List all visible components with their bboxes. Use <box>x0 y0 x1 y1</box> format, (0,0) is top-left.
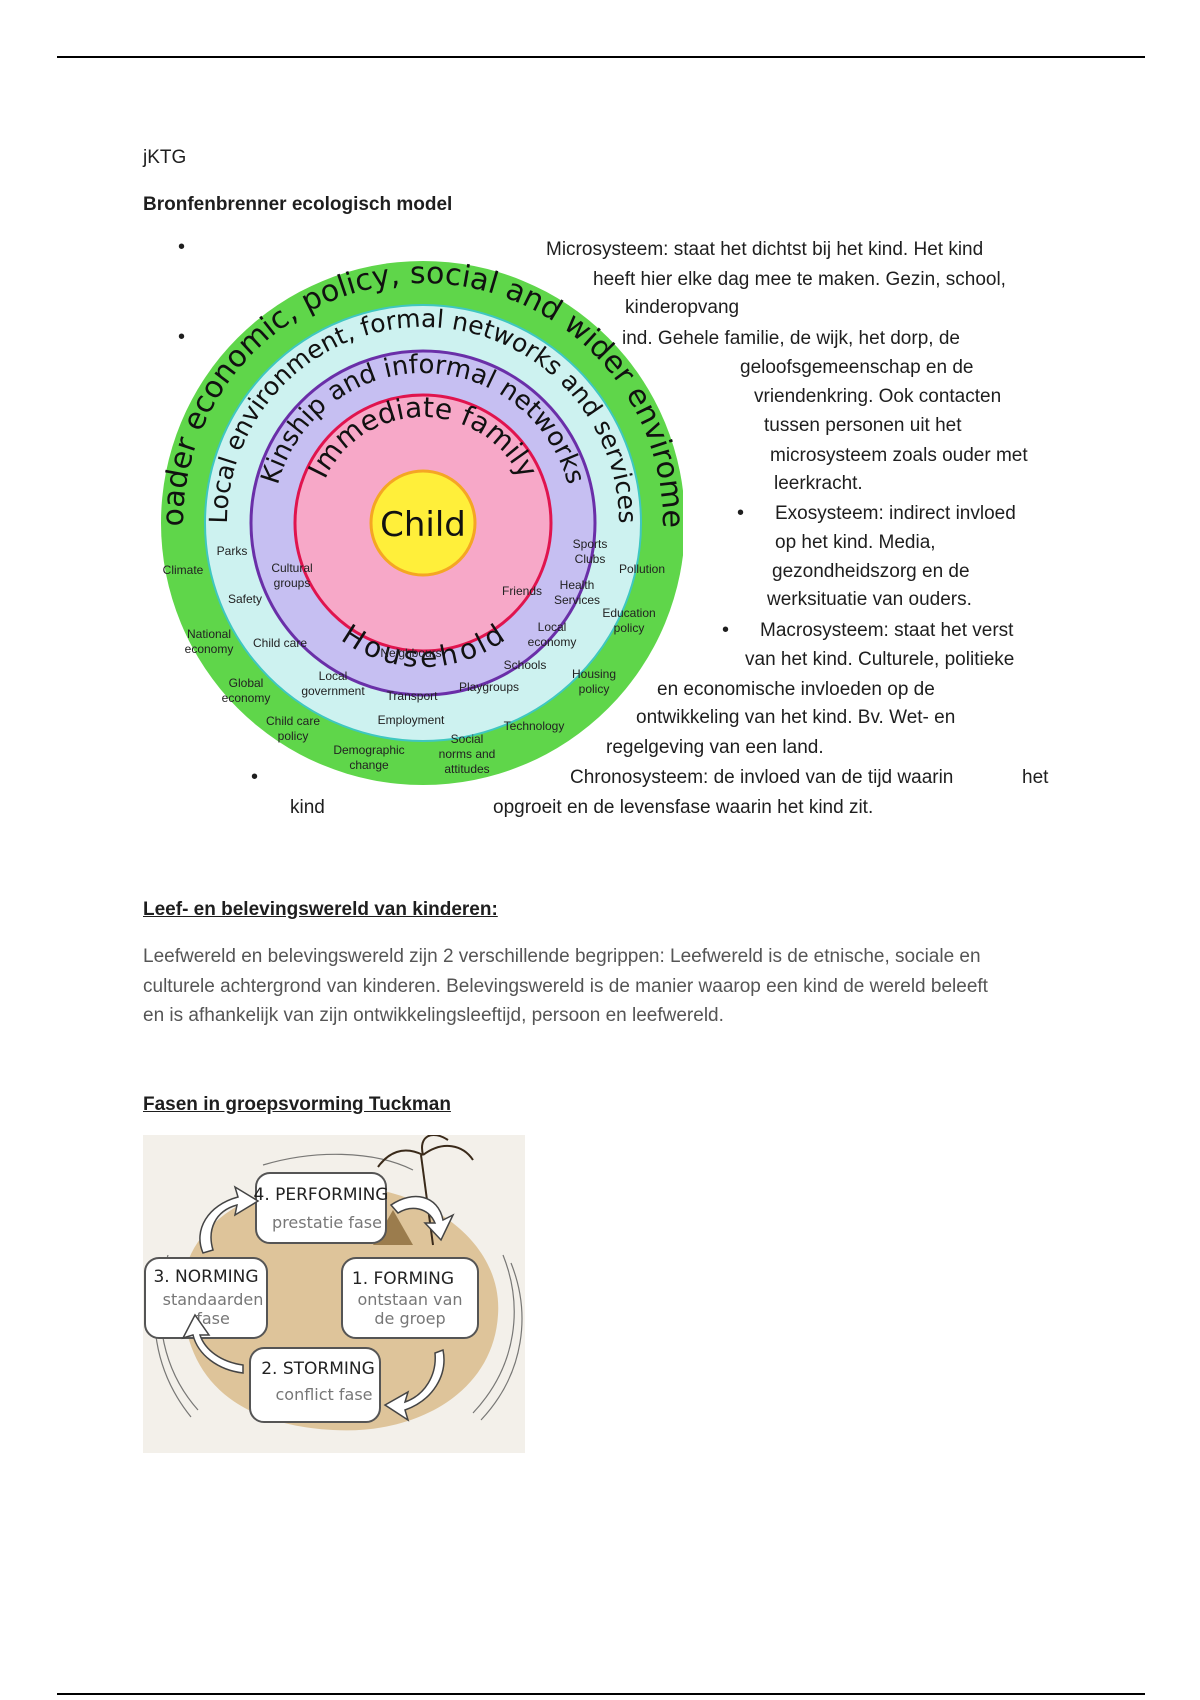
text-line: geloofsgemeenschap en de <box>740 356 973 380</box>
item-global-1: Global <box>229 676 264 690</box>
item-global-2: economy <box>222 691 271 705</box>
item-sports-2: Clubs <box>575 552 606 566</box>
item-localeco-2: economy <box>528 635 577 649</box>
heading-leefwereld: Leef- en belevingswereld van kinderen: <box>143 898 498 922</box>
paragraph-line: en is afhankelijk van zijn ontwikkelings… <box>143 1001 1073 1031</box>
stage-storming-title: 2. STORMING <box>261 1359 375 1379</box>
text-line: ontwikkeling van het kind. Bv. Wet- en <box>636 706 955 730</box>
item-neighbours: Neighbours <box>380 646 441 660</box>
stage-norming-title: 3. NORMING <box>153 1267 258 1287</box>
item-social-2: norms and <box>439 747 496 761</box>
item-health-1: Health <box>560 578 595 592</box>
item-ccpolicy-2: policy <box>278 729 309 743</box>
item-education-1: Education <box>602 606 655 620</box>
item-schools: Schools <box>504 658 547 672</box>
item-ccpolicy-1: Child care <box>266 714 320 728</box>
item-sports-1: Sports <box>573 537 608 551</box>
tuckman-diagram: 4. PERFORMING prestatie fase 3. NORMING … <box>143 1135 525 1453</box>
paragraph-line: Leefwereld en belevingswereld zijn 2 ver… <box>143 942 1073 972</box>
item-demographic-1: Demographic <box>333 743 404 757</box>
text-line: ind. Gehele familie, de wijk, het dorp, … <box>622 327 960 351</box>
item-demographic-2: change <box>349 758 389 772</box>
heading-bronfenbrenner: Bronfenbrenner ecologisch model <box>143 193 452 217</box>
paragraph-line: culturele achtergrond van kinderen. Bele… <box>143 972 1073 1002</box>
stage-forming-sub-1: ontstaan van <box>357 1290 462 1309</box>
document-label: jKTG <box>143 146 186 170</box>
item-social-1: Social <box>451 732 484 746</box>
stage-performing-box <box>256 1173 386 1243</box>
item-national-1: National <box>187 627 231 641</box>
text-line: opgroeit en de levensfase waarin het kin… <box>493 796 873 820</box>
item-climate: Climate <box>163 563 204 577</box>
bullet-mesosystem: • <box>178 326 185 349</box>
text-line: heeft hier elke dag mee te maken. Gezin,… <box>593 268 1006 292</box>
item-localgov-2: government <box>301 684 365 698</box>
item-housing-2: policy <box>579 682 610 696</box>
text-line: vriendenkring. Ook contacten <box>754 385 1001 409</box>
bullet-macrosystem: • <box>722 619 729 642</box>
item-safety: Safety <box>228 592 262 606</box>
stage-storming-sub: conflict fase <box>275 1385 372 1404</box>
item-pollution: Pollution <box>619 562 665 576</box>
text-line: gezondheidszorg en de <box>772 560 970 584</box>
item-employment: Employment <box>378 713 445 727</box>
text-line: het <box>1022 766 1048 790</box>
stage-forming-sub-2: de groep <box>374 1309 445 1328</box>
item-social-3: attitudes <box>444 762 489 776</box>
item-national-2: economy <box>185 642 234 656</box>
item-transport: Transport <box>387 689 439 703</box>
text-line: Microsysteem: staat het dichtst bij het … <box>546 238 983 262</box>
text-line: regelgeving van een land. <box>606 736 824 760</box>
item-education-2: policy <box>614 621 645 635</box>
heading-tuckman: Fasen in groepsvorming Tuckman <box>143 1093 451 1117</box>
stage-norming-sub-1: standaarden <box>163 1290 264 1309</box>
text-line: Exosysteem: indirect invloed <box>775 502 1016 526</box>
bullet-exosystem: • <box>737 502 744 525</box>
item-housing-1: Housing <box>572 667 616 681</box>
stage-performing-sub: prestatie fase <box>272 1213 382 1232</box>
text-line: microsysteem zoals ouder met <box>770 444 1028 468</box>
text-line: kinderopvang <box>625 296 739 320</box>
item-cultural-1: Cultural <box>271 561 312 575</box>
text-line: Chronosysteem: de invloed van de tijd wa… <box>570 766 953 790</box>
paragraph-leefwereld: Leefwereld en belevingswereld zijn 2 ver… <box>143 942 1073 1031</box>
item-localgov-1: Local <box>319 669 348 683</box>
text-line: werksituatie van ouders. <box>767 588 972 612</box>
item-child-care: Child care <box>253 636 307 650</box>
item-health-2: Services <box>554 593 600 607</box>
item-technology: Technology <box>504 719 565 733</box>
item-parks: Parks <box>217 544 248 558</box>
item-localeco-1: Local <box>538 620 567 634</box>
text-line: en economische invloeden op de <box>657 678 935 702</box>
bottom-rule <box>57 1693 1145 1695</box>
text-line: tussen personen uit het <box>764 414 962 438</box>
text-line: van het kind. Culturele, politieke <box>745 648 1014 672</box>
text-line: Macrosysteem: staat het verst <box>760 619 1013 643</box>
bronfenbrenner-diagram: Broader economic, policy, social and wid… <box>143 233 683 793</box>
label-child: Child <box>380 505 466 545</box>
stage-performing-title: 4. PERFORMING <box>254 1185 389 1205</box>
top-rule <box>57 56 1145 58</box>
text-line: kind <box>290 796 325 820</box>
item-playgroups: Playgroups <box>459 680 519 694</box>
text-line: leerkracht. <box>774 472 863 496</box>
item-friends: Friends <box>502 584 542 598</box>
bullet-chronosystem: • <box>251 766 258 789</box>
stage-forming-title: 1. FORMING <box>352 1269 454 1289</box>
item-cultural-2: groups <box>274 576 311 590</box>
bullet-microsystem: • <box>178 236 185 259</box>
text-line: op het kind. Media, <box>775 531 936 555</box>
